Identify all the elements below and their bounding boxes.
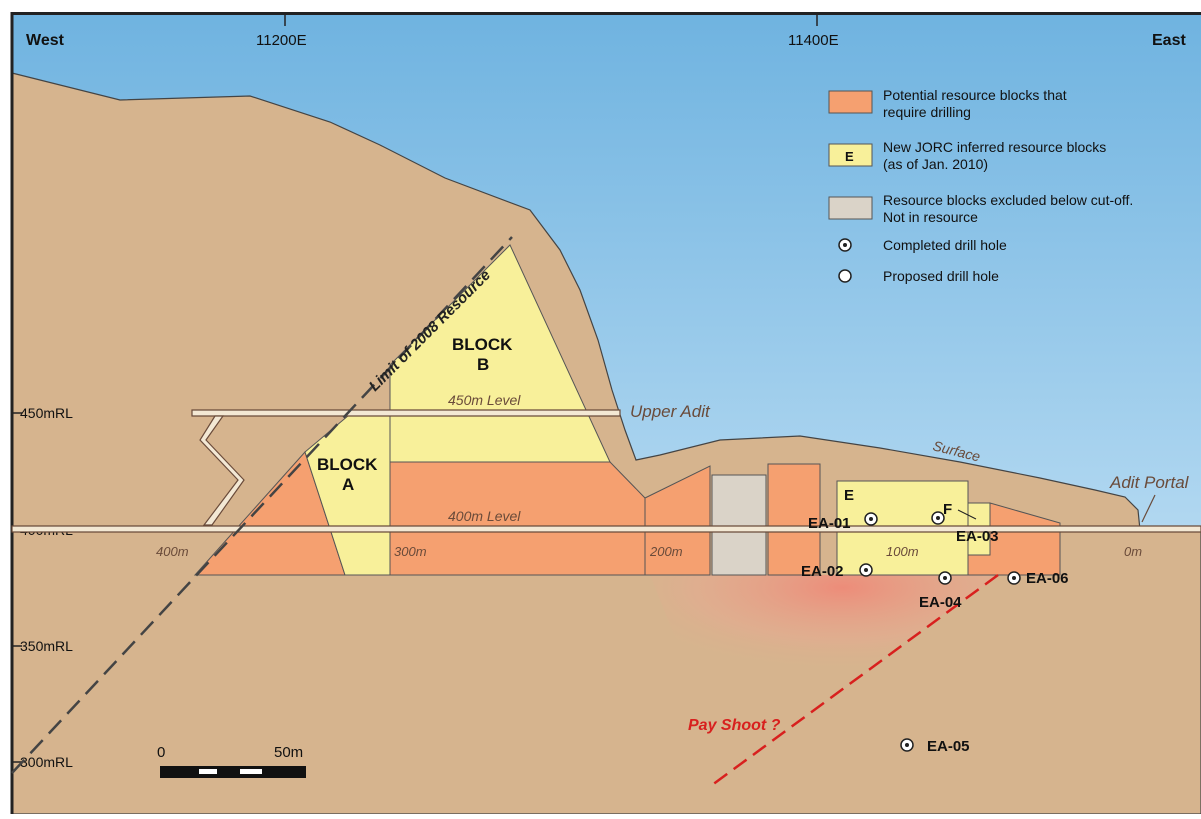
chainage-200m: 200m [649, 544, 683, 559]
block-excluded-grey [711, 474, 767, 576]
adit-portal-leader [1141, 494, 1156, 523]
level-450-label: 450m Level [448, 392, 521, 408]
easting-11400-label: 11400E [788, 32, 839, 49]
block-e-label: E [844, 487, 854, 504]
pay-shoot-halo [650, 575, 1000, 700]
drill-hole-ea-02 [859, 563, 873, 577]
legend-swatch-grey [828, 196, 873, 220]
block-a-label-2: A [342, 475, 354, 494]
east-label: East [1152, 32, 1186, 49]
block-f-label: F [943, 501, 952, 518]
scale-bar [160, 766, 306, 778]
legend: E [828, 90, 873, 283]
west-label: West [26, 32, 65, 49]
ea-06-label: EA-06 [1026, 570, 1069, 587]
workings [11, 409, 1201, 533]
ea-01-label: EA-01 [808, 515, 851, 532]
legend-item1-line1: Potential resource blocks that [883, 87, 1067, 103]
upper-adit [191, 409, 621, 417]
ea-05-label: EA-05 [927, 738, 970, 755]
chainage-400m: 400m [156, 544, 189, 559]
legend-item3-line2: Not in resource [883, 209, 978, 225]
rl-350-label: 350mRL [20, 638, 73, 654]
header-bar [12, 12, 1201, 15]
legend-item3-line1: Resource blocks excluded below cut-off. [883, 192, 1133, 208]
ea-03-label: EA-03 [956, 528, 999, 545]
block-f-leader [957, 509, 977, 520]
ea-02-label: EA-02 [801, 563, 844, 580]
rl-450-label: 450mRL [20, 405, 73, 421]
limit-2008-line [11, 236, 513, 774]
legend-swatch-yellow [828, 143, 873, 167]
block-120-orange [767, 463, 821, 576]
block-200-orange [644, 465, 711, 576]
drill-holes [859, 511, 1021, 752]
legend-item1-line2: require drilling [883, 104, 971, 120]
block-b-label-2: B [477, 355, 489, 374]
scale-bar-start: 0 [157, 744, 165, 761]
drill-hole-ea-05 [900, 738, 914, 752]
pay-shoot-line [707, 573, 999, 790]
block-a-yellow [304, 409, 391, 576]
chainage-300m: 300m [394, 544, 427, 559]
adit-portal-label: Adit Portal [1109, 473, 1190, 492]
pay-shoot-label: Pay Shoot ? [688, 717, 781, 734]
decline-ramp [199, 415, 245, 526]
drill-hole-ea-03 [931, 511, 945, 525]
level-400-label: 400m Level [448, 508, 521, 524]
legend-item2-line1: New JORC inferred resource blocks [883, 139, 1106, 155]
chainage-0m: 0m [1124, 544, 1142, 559]
chainage-100m: 100m [886, 544, 919, 559]
lower-adit [11, 525, 1201, 533]
drill-hole-ea-04 [938, 571, 952, 585]
upper-adit-label: Upper Adit [630, 402, 711, 421]
legend-completed-hole-icon [838, 238, 852, 252]
legend-swatch-yellow-letter: E [845, 149, 854, 164]
resource-blocks [193, 244, 1061, 576]
legend-item4: Completed drill hole [883, 237, 1007, 253]
drill-hole-ea-06 [1007, 571, 1021, 585]
block-a-label-1: BLOCK [317, 455, 378, 474]
drill-hole-ea-01 [864, 512, 878, 526]
easting-11200-label: 11200E [256, 32, 307, 49]
legend-item5: Proposed drill hole [883, 268, 999, 284]
rl-300-label: 300mRL [20, 754, 73, 770]
scale-bar-end: 50m [274, 744, 303, 761]
ea-04-label: EA-04 [919, 594, 962, 611]
legend-swatch-orange [828, 90, 873, 114]
legend-item2-line2: (as of Jan. 2010) [883, 156, 988, 172]
block-b-label-1: BLOCK [452, 335, 513, 354]
legend-proposed-hole-icon [838, 269, 852, 283]
